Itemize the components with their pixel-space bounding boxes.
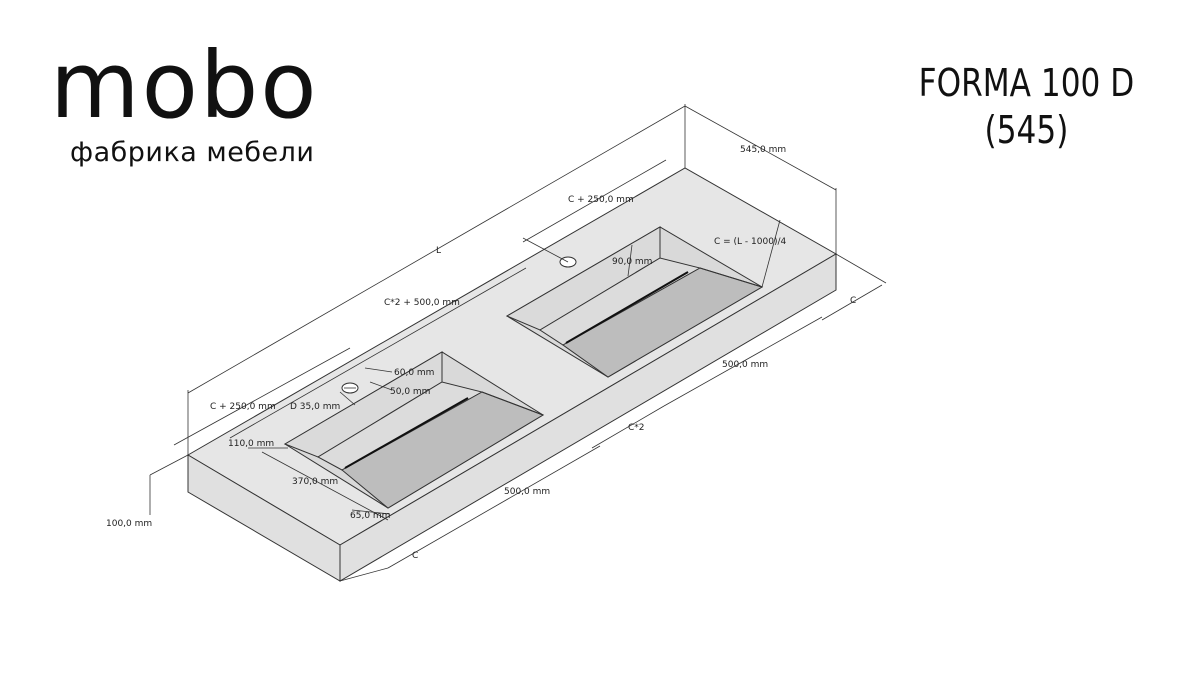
dim-c-right-label: C (850, 296, 856, 306)
dim-bowl-length-left-label: 500,0 mm (504, 487, 550, 497)
product-title: FORMA 100 D (545) (895, 58, 1158, 152)
dim-60-label: 60,0 mm (394, 368, 434, 378)
countertop-slab (187, 167, 837, 582)
dim-thickness-label: 100,0 mm (106, 519, 152, 529)
dim-110-label: 110,0 mm (228, 439, 274, 449)
left-basin (283, 351, 545, 509)
dim-bowl-length-right-label: 500,0 mm (722, 360, 768, 370)
product-model: FORMA 100 D (918, 61, 1135, 105)
right-basin (505, 226, 764, 378)
dimension-lines (149, 104, 887, 582)
logo-wordmark: mobo (50, 32, 319, 139)
dim-length-label: L (436, 246, 441, 256)
dim-hole-diameter-label: D 35,0 mm (290, 402, 340, 412)
dim-c2-500-label: C*2 + 500,0 mm (384, 298, 460, 308)
dim-bowl-depth-label: 90,0 mm (612, 257, 652, 267)
brand-logo: mobo фабрика мебели (50, 40, 350, 168)
slab-right-face (339, 253, 837, 582)
product-size: (545) (984, 108, 1069, 152)
dim-c250-left-label: C + 250,0 mm (210, 402, 276, 412)
dim-depth-label: 545,0 mm (740, 145, 786, 155)
logo-subtitle: фабрика мебели (70, 137, 315, 168)
dim-50-label: 50,0 mm (390, 387, 430, 397)
dim-c250-top-label: C + 250,0 mm (568, 195, 634, 205)
dim-c2-label: C*2 (628, 423, 645, 433)
dim-65-label: 65,0 mm (350, 511, 390, 521)
dim-370-label: 370,0 mm (292, 477, 338, 487)
dim-c-bottom-label: C (412, 551, 418, 561)
dim-c-formula-label: C = (L - 1000)/4 (714, 237, 786, 247)
